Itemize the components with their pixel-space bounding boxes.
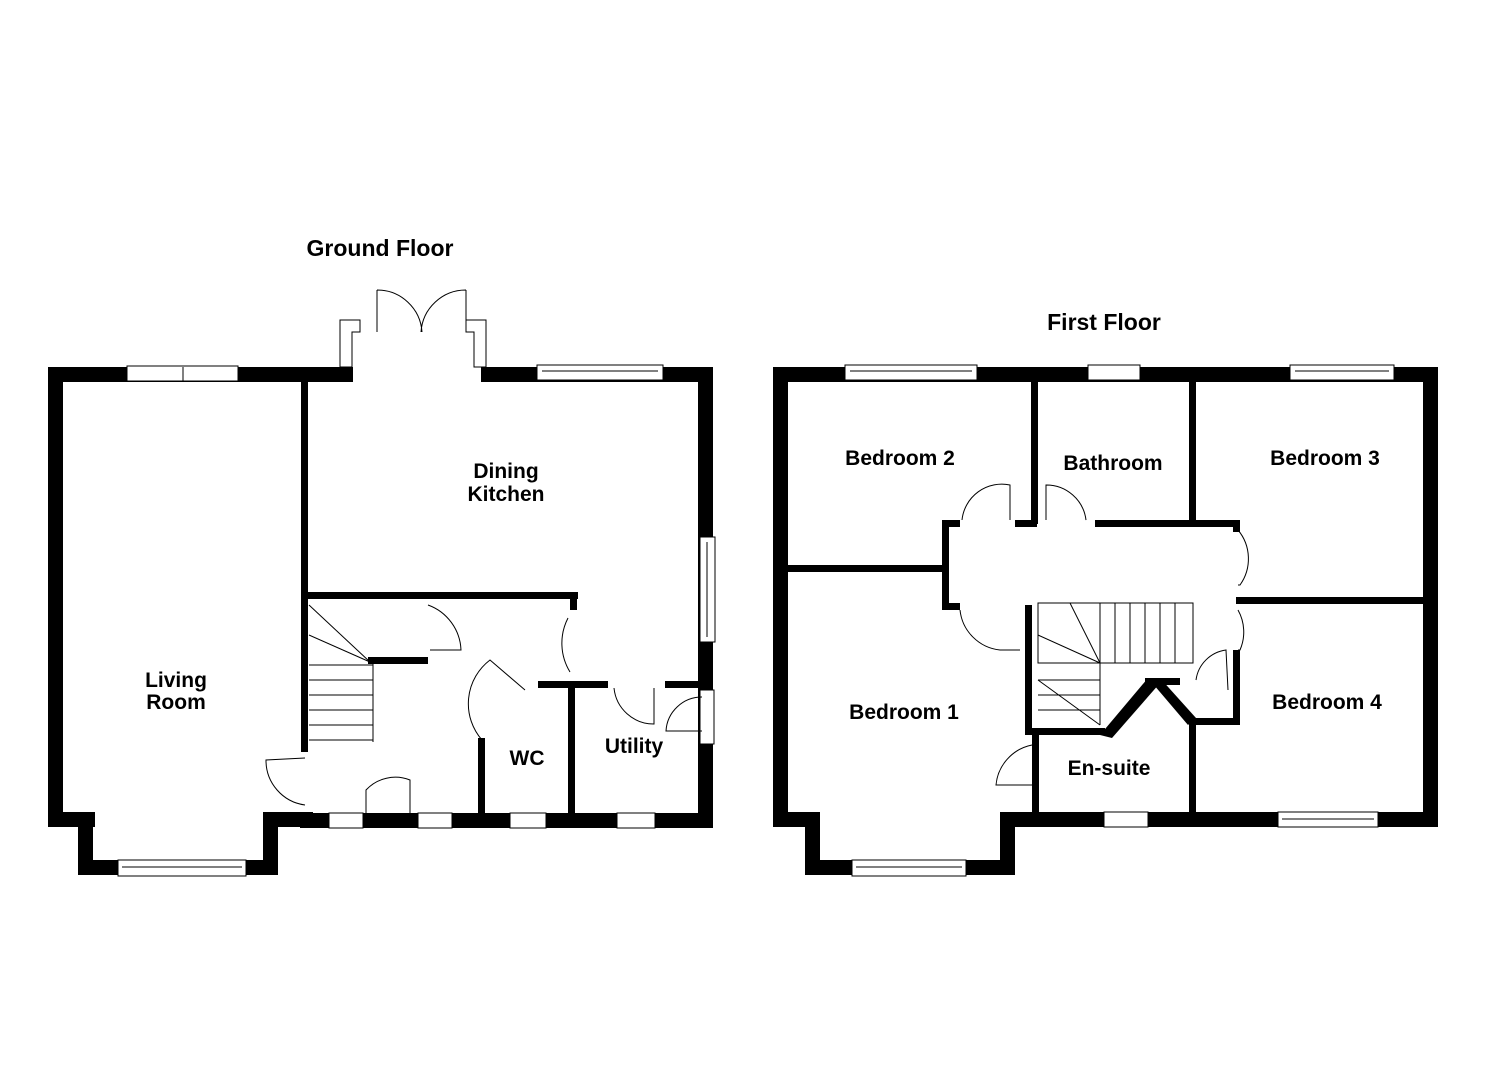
room-label-bedroom-3: Bedroom 3 [1270,447,1380,470]
ground-floor-doors [265,604,703,820]
ground-floor-windows [117,364,716,877]
room-label-bedroom-1: Bedroom 1 [849,701,959,724]
first-floor: First Floor [773,309,1438,877]
first-floor-doors [959,483,1249,786]
room-label-dining-line2: Kitchen [467,483,544,506]
room-label-bedroom-2: Bedroom 2 [845,447,955,470]
first-floor-stairs [1037,602,1194,726]
room-label-living-room-line1: Living [145,669,207,692]
patio-doors [339,289,487,368]
ground-floor: Ground Floor [48,235,716,877]
room-label-bedroom-4: Bedroom 4 [1272,691,1382,714]
ground-floor-title: Ground Floor [307,235,454,261]
room-label-en-suite: En-suite [1068,757,1151,780]
first-floor-windows [844,364,1395,877]
room-label-living-room-line2: Room [146,691,206,714]
room-label-utility: Utility [605,735,664,758]
room-label-dining-line1: Dining [473,460,538,483]
ground-floor-stairs [308,604,374,742]
first-floor-title: First Floor [1047,309,1161,335]
ground-floor-labels: Living Room Dining Kitchen WC Utility [145,460,663,770]
room-label-wc: WC [510,747,545,770]
first-floor-labels: Bedroom 2 Bathroom Bedroom 3 Bedroom 1 B… [845,447,1382,780]
room-label-bathroom: Bathroom [1063,452,1162,475]
first-floor-walls [773,367,1438,875]
ground-floor-walls [48,367,713,875]
